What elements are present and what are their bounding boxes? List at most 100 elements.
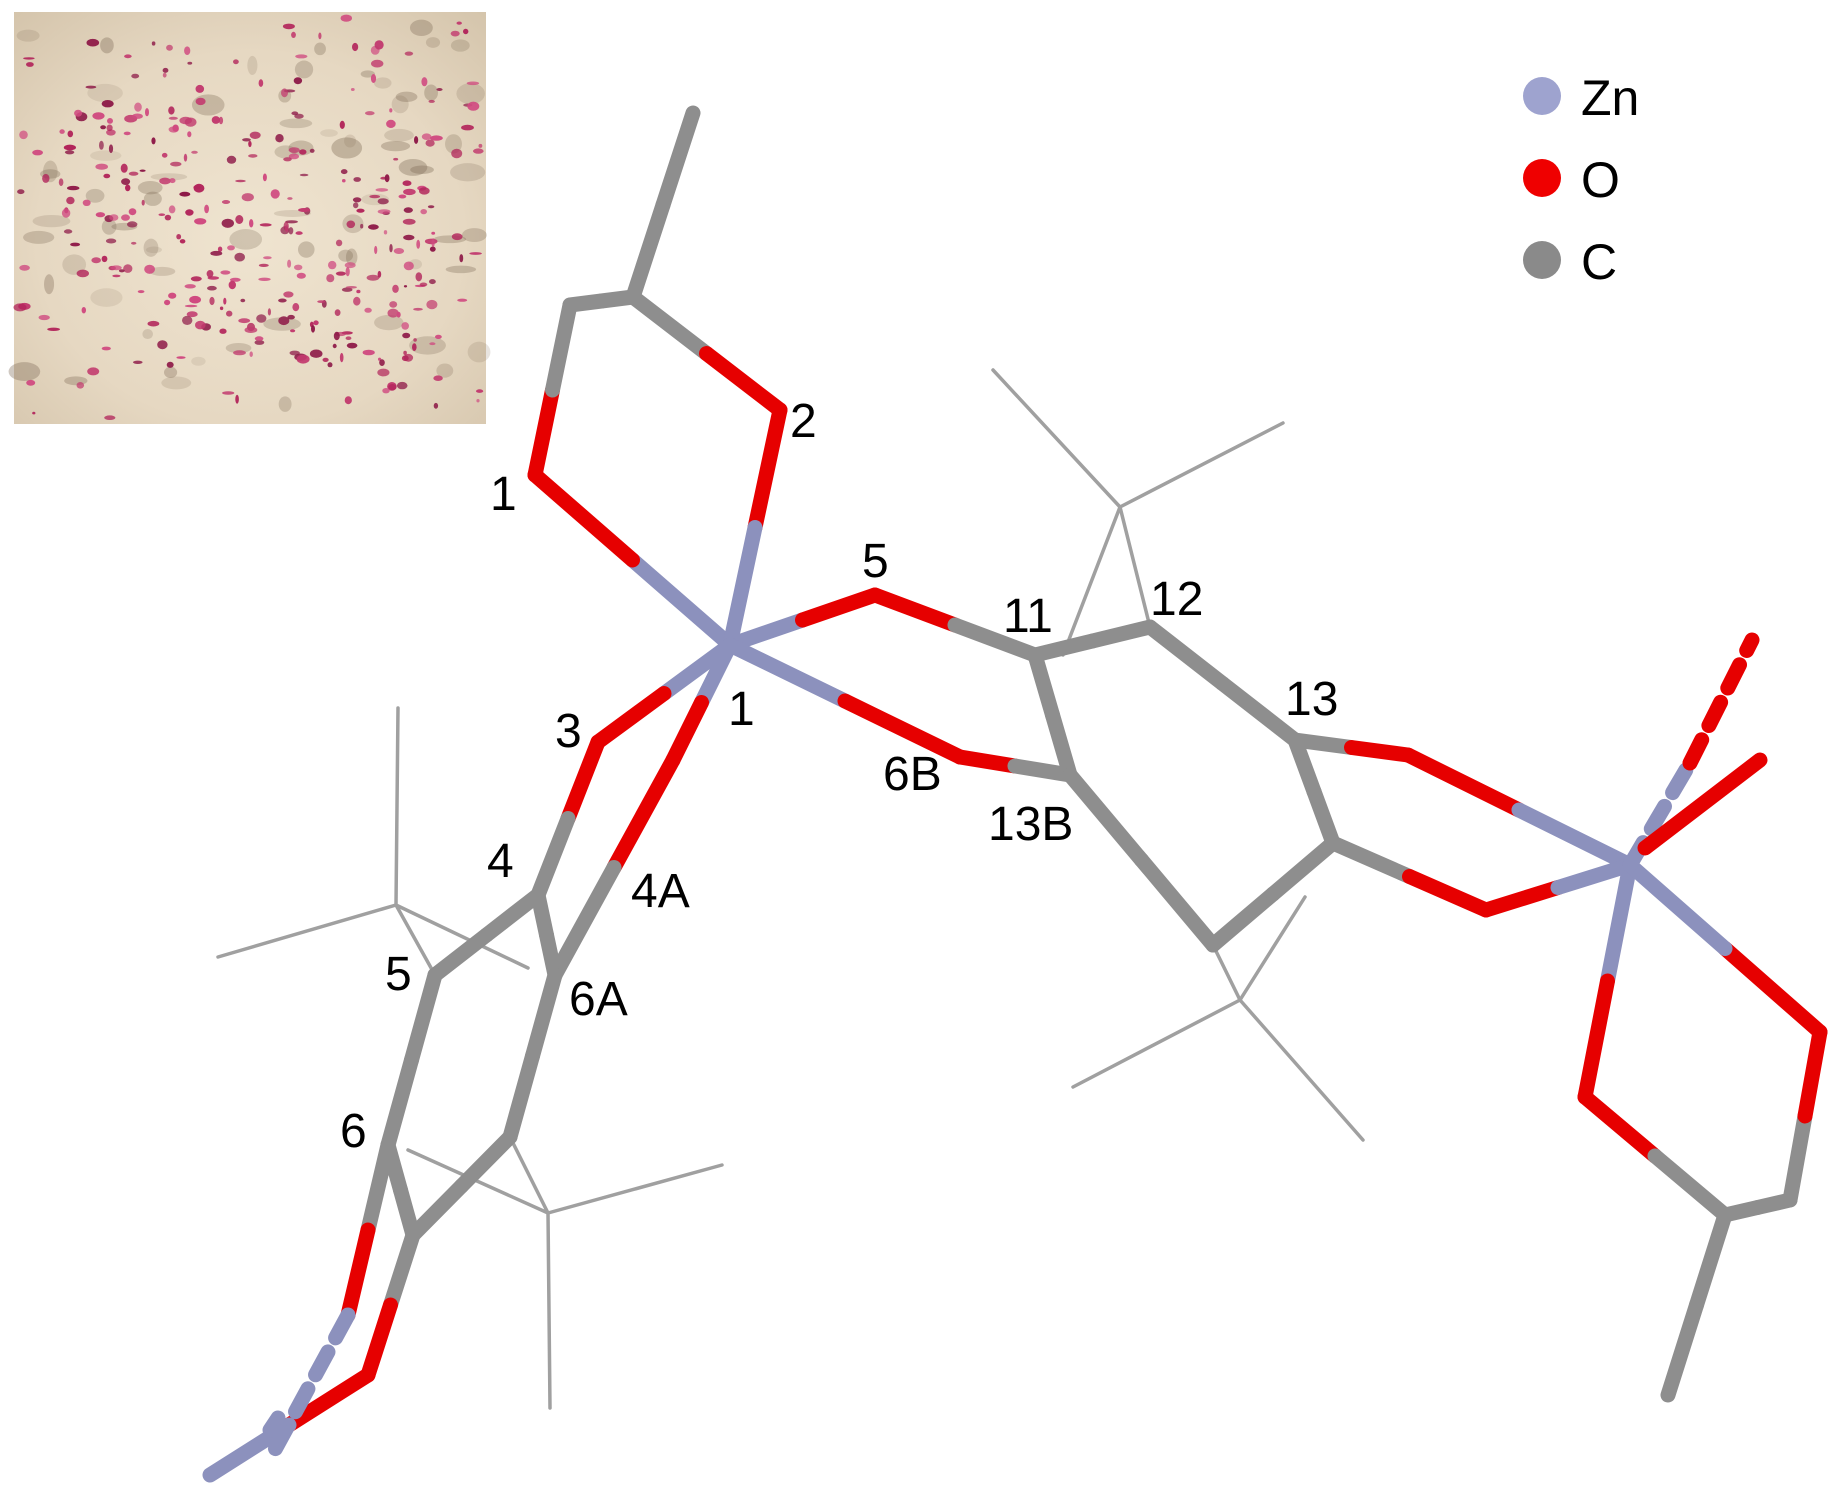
photo-crystal-particle: [283, 291, 294, 298]
photo-crystal-particle: [254, 340, 265, 345]
photo-crystal-particle: [428, 99, 435, 103]
photo-crystal-particle: [412, 343, 417, 351]
photo-crystal-particle: [292, 303, 300, 312]
wire-bond-15: [508, 1135, 550, 1215]
photo-crystal-particle: [204, 204, 210, 214]
photo-crystal-particle: [240, 298, 246, 303]
photo-crystal-particle: [238, 318, 251, 324]
legend-label-o: O: [1581, 152, 1620, 208]
photo-crystal-particle: [258, 79, 264, 87]
photo-crystal-particle: [478, 143, 483, 148]
bond-o1-ca1-half-a: [527, 382, 560, 483]
photo-crystal-particle: [352, 197, 362, 203]
photo-crystal-particle: [82, 199, 91, 206]
bond-o2-zn1-half-b: [722, 520, 763, 653]
photo-shadow-blob: [163, 366, 178, 378]
bond-cy1-cy2-half-b: [405, 1178, 469, 1243]
photo-crystal-particle: [287, 259, 292, 268]
photo-crystal-particle: [81, 307, 87, 314]
wire-bond-10: [394, 903, 530, 970]
photo-crystal-particle: [85, 85, 97, 89]
photo-crystal-particle: [166, 44, 173, 51]
photo-shadow-blob: [409, 336, 446, 355]
wire-bond-8: [394, 706, 400, 907]
photo-shadow-blob: [161, 376, 192, 390]
photo-crystal-particle: [288, 153, 300, 160]
photo-crystal-particle: [377, 368, 390, 377]
photo-crystal-particle: [318, 32, 322, 40]
photo-crystal-particle: [365, 111, 375, 116]
photo-crystal-particle: [374, 245, 378, 255]
photo-crystal-particle: [67, 185, 80, 191]
photo-shadow-blob: [450, 39, 470, 52]
photo-crystal-particle: [233, 59, 239, 65]
dashed-bond-znl-left: [264, 1307, 356, 1463]
bond-c6-o6a-half-a: [360, 1137, 396, 1238]
photo-shadow-blob: [23, 230, 55, 244]
photo-crystal-particle: [26, 62, 34, 67]
photo-crystal-particle: [418, 187, 430, 195]
photo-crystal-particle: [32, 411, 36, 415]
photo-crystal-particle: [235, 215, 244, 224]
bond-cz1-me2-half-b: [1660, 1297, 1704, 1403]
photo-crystal-particle: [244, 326, 258, 333]
photo-shadow-blob: [247, 55, 258, 75]
photo-crystal-particle: [345, 267, 350, 277]
photo-shadow-blob: [380, 140, 411, 152]
photo-crystal-particle: [433, 402, 439, 409]
photo-crystal-particle: [435, 334, 442, 339]
atom-label-c12: 12: [1150, 573, 1203, 626]
photo-crystal-particle: [473, 148, 484, 154]
photo-crystal-particle: [158, 213, 166, 216]
photo-crystal-particle: [295, 54, 308, 59]
photo-crystal-particle: [364, 307, 372, 313]
photo-crystal-particle: [120, 163, 128, 173]
photo-crystal-particle: [70, 242, 81, 247]
photo-shadow-blob: [279, 118, 313, 129]
photo-crystal-particle: [86, 38, 100, 47]
photo-crystal-particle: [63, 144, 76, 151]
photo-crystal-particle: [249, 219, 254, 228]
photo-shadow-blob: [373, 77, 392, 89]
bond-c6-cy2-half-b: [393, 1182, 421, 1243]
bond-zn1-o4a-half-a: [694, 637, 738, 710]
photo-crystal-particle: [366, 274, 380, 281]
photo-shadow-blob: [409, 19, 433, 37]
photo-shadow-blob: [338, 249, 354, 262]
photo-crystal-particle: [457, 298, 468, 302]
photo-crystal-particle: [421, 133, 432, 140]
photo-crystal-particle: [436, 88, 443, 91]
photo-crystal-particle: [189, 295, 202, 304]
photo-shadow-blob: [436, 363, 454, 378]
photo-crystal-particle: [393, 157, 399, 161]
bond-cb1-o2-half-a: [625, 289, 714, 361]
bond-o4a-c6a-half-a: [606, 752, 681, 875]
photo-crystal-particle: [66, 196, 75, 205]
photo-crystal-particle: [99, 140, 104, 150]
bond-o13a-zn2-half-a: [1400, 747, 1527, 818]
photo-shadow-blob: [445, 265, 477, 274]
atom-label-zn1: 1: [728, 683, 755, 736]
photo-crystal-particle: [353, 296, 361, 306]
photo-crystal-particle: [222, 391, 235, 395]
photo-crystal-particle: [377, 209, 391, 215]
legend-label-zn: Zn: [1581, 70, 1639, 126]
photo-crystal-particle: [101, 255, 108, 263]
photo-crystal-particle: [388, 384, 397, 391]
photo-crystal-particle: [217, 246, 223, 252]
bond-zn1-o4a-half-b: [665, 695, 709, 768]
dashed-bond-o-up: [1682, 632, 1760, 771]
photo-crystal-particle: [421, 77, 428, 87]
photo-crystal-particle: [389, 108, 393, 113]
photo-crystal-particle: [137, 290, 145, 294]
bond-cx2-o13b-half-a: [1325, 835, 1417, 884]
bond-c13-cx2-half-a: [1287, 732, 1322, 799]
photo-shadow-blob: [391, 95, 409, 114]
photo-shadow-blob: [229, 229, 263, 250]
photo-crystal-particle: [26, 379, 36, 386]
photo-crystal-particle: [104, 415, 116, 421]
bond-o3-c4-half-a: [560, 734, 606, 826]
legend-item-c: C: [1523, 234, 1617, 290]
photo-crystal-particle: [110, 265, 122, 271]
photo-crystal-particle: [339, 352, 344, 363]
